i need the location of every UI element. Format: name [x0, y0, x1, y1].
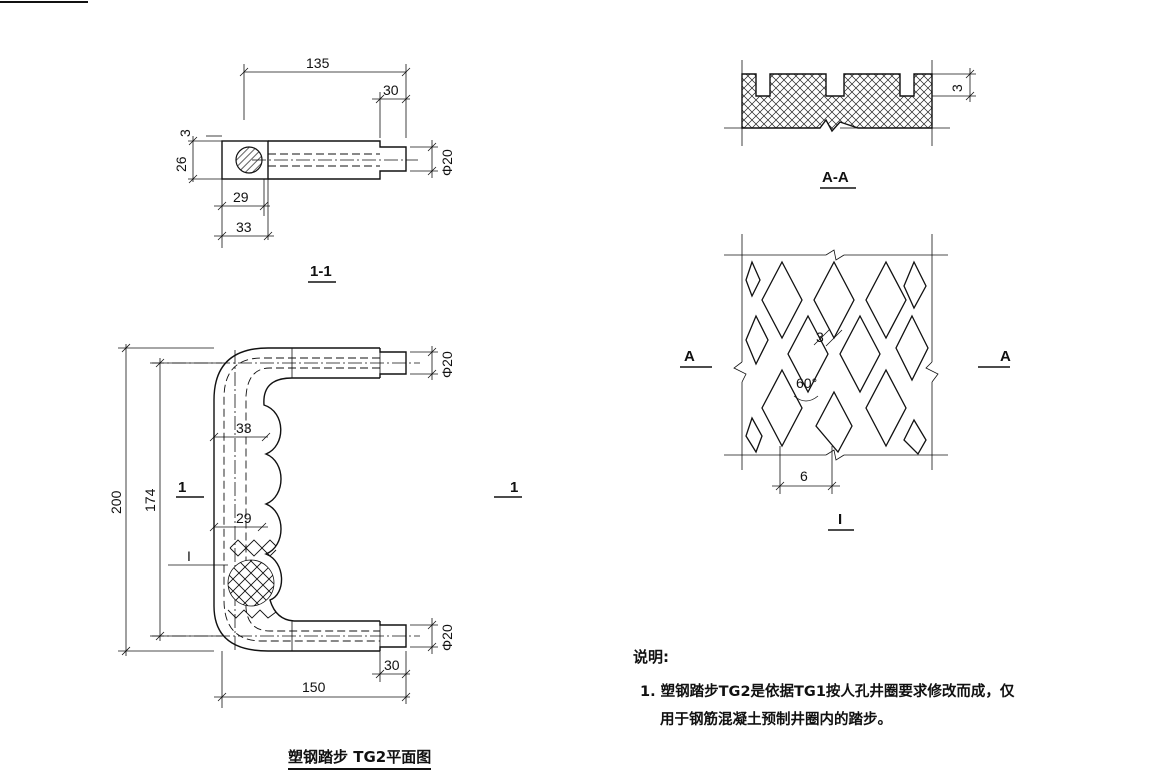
dim-150: 150	[302, 679, 326, 695]
section-1-1: 135 30 3 26 29 33 Φ20	[173, 55, 455, 283]
cut-marker-right: 1	[510, 479, 518, 496]
plan-view: I 200 174 33 29 Φ20	[108, 343, 522, 708]
dim-phi20-bottom: Φ20	[439, 624, 455, 651]
rung-shaft	[268, 140, 407, 180]
plan-title: 塑钢踏步 TG2平面图	[288, 746, 432, 770]
detail-label-i: I	[838, 511, 842, 528]
dim-6: 6	[800, 468, 808, 484]
dim-33: 33	[236, 420, 252, 436]
section-label-a-a: A-A	[822, 169, 849, 186]
notes-heading: 说明:	[633, 648, 669, 666]
step-inner-grip-outline	[263, 377, 380, 622]
dim-30: 30	[384, 657, 400, 673]
cut-marker-a-left: A	[684, 348, 695, 365]
dim-29: 29	[236, 510, 252, 526]
dim-33: 33	[236, 219, 252, 235]
cut-marker-a-right: A	[1000, 348, 1011, 365]
cut-marker-left: 1	[178, 479, 186, 496]
dim-26: 26	[173, 156, 189, 172]
rung-head-body	[221, 140, 269, 180]
detail-marker-i: I	[187, 548, 191, 564]
notes-line-2: 用于钢筋混凝土预制井圈内的踏步。	[660, 712, 892, 728]
dim-200: 200	[108, 490, 124, 514]
notes-line-1: 1. 塑钢踏步TG2是依据TG1按人孔井圈要求修改而成，仅	[640, 684, 1015, 700]
hatched-section-profile	[741, 73, 933, 133]
dim-3: 3	[177, 129, 193, 137]
dim-174: 174	[142, 488, 158, 512]
section-a-a: 3 A-A	[724, 60, 976, 189]
dim-phi20: Φ20	[439, 149, 455, 176]
dim-135: 135	[306, 55, 330, 71]
dim-phi20-top: Φ20	[439, 351, 455, 378]
detail-circle-i	[227, 559, 275, 607]
dim-29: 29	[233, 189, 249, 205]
step-outer-outline	[213, 347, 380, 652]
dim-3: 3	[816, 329, 824, 345]
dim-3: 3	[949, 84, 965, 92]
dim-30: 30	[383, 82, 399, 98]
section-label-1-1: 1-1	[310, 263, 332, 280]
detail-i: 3 60° 6 A A I	[680, 234, 1011, 531]
angle-60: 60°	[796, 375, 817, 391]
diamond-texture	[745, 260, 929, 456]
